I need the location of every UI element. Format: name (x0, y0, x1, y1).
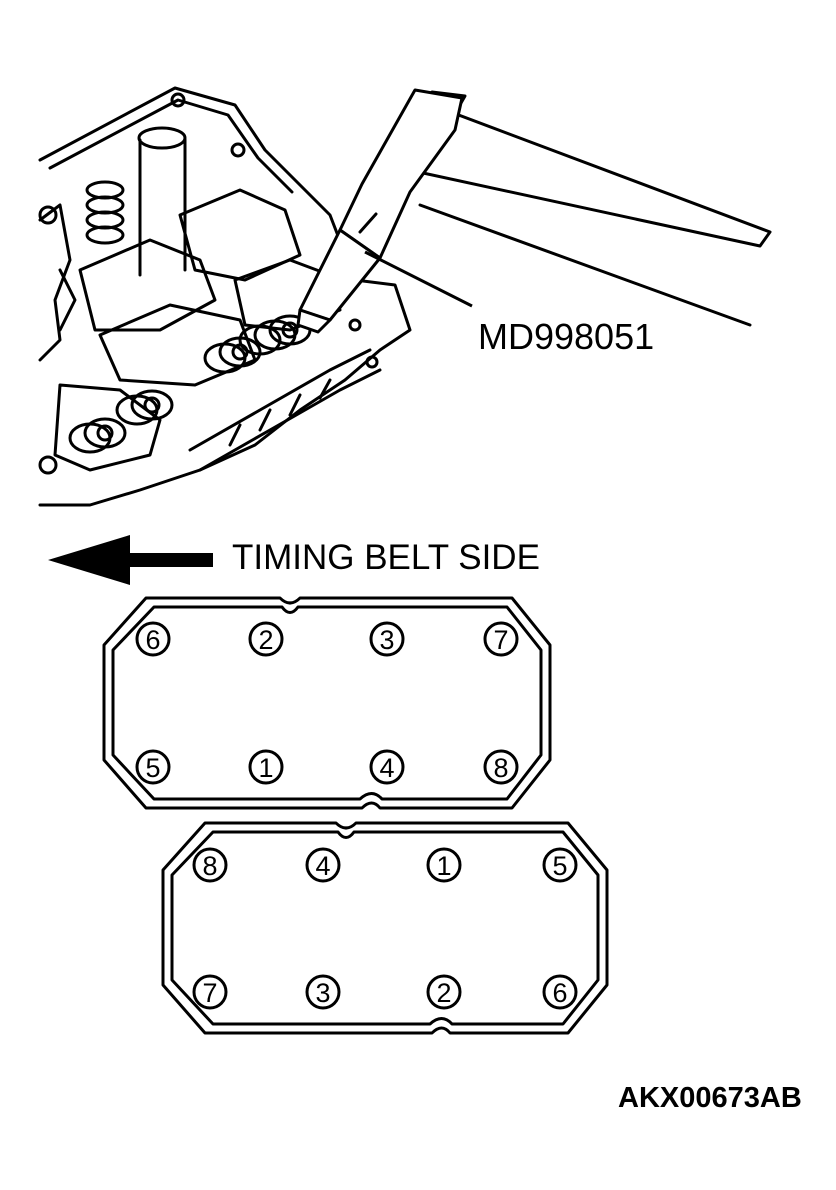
bolt-circle (369, 621, 405, 657)
bolt-circle (248, 621, 284, 657)
bolt-sequence-number: 7 (493, 625, 508, 655)
bolt-sequence-number: 2 (436, 978, 451, 1008)
bolt-circle (248, 749, 284, 785)
bolt-sequence-number: 5 (145, 753, 160, 783)
bolt-circle (542, 847, 578, 883)
bolt-sequence-markers: 6 2 3 7 5 1 4 8 8 4 1 5 7 3 2 6 (135, 621, 578, 1010)
bolt-circle (135, 621, 171, 657)
bolt-sequence-number: 8 (202, 851, 217, 881)
bolt-circle (542, 974, 578, 1010)
bolt-sequence-number: 2 (258, 625, 273, 655)
lower-rocker-cover (161, 821, 609, 1035)
bolt-circle (135, 749, 171, 785)
timing-belt-arrow-icon (48, 535, 213, 585)
bolt-sequence-number: 6 (145, 625, 160, 655)
bolt-circle (192, 847, 228, 883)
tool-leader-line (364, 250, 473, 308)
bolt-sequence-number: 4 (315, 851, 330, 881)
upper-rocker-cover (102, 596, 552, 810)
bolt-sequence-number: 4 (379, 753, 394, 783)
bolt-circle (426, 847, 462, 883)
bolt-circle (369, 749, 405, 785)
bolt-sequence-number: 1 (436, 851, 451, 881)
timing-belt-side-label: TIMING BELT SIDE (232, 538, 540, 577)
bolt-circle (426, 974, 462, 1010)
bolt-sequence-number: 5 (552, 851, 567, 881)
bolt-sequence-number: 8 (493, 753, 508, 783)
bolt-sequence-number: 6 (552, 978, 567, 1008)
engine-head-drawing (38, 86, 412, 507)
bolt-circle (483, 749, 519, 785)
bolt-circle (305, 974, 341, 1010)
valve-spring-group (68, 180, 312, 454)
tool-number-label: MD998051 (478, 316, 655, 357)
bolt-sequence-number: 3 (315, 978, 330, 1008)
bolt-sequence-number: 7 (202, 978, 217, 1008)
bolt-circle (305, 847, 341, 883)
special-tool-md998051 (296, 88, 772, 334)
bolt-circle (483, 621, 519, 657)
bolt-sequence-number: 1 (258, 753, 273, 783)
bolt-sequence-number: 3 (379, 625, 394, 655)
figure-code: AKX00673AB (618, 1082, 802, 1114)
bolt-circle (192, 974, 228, 1010)
